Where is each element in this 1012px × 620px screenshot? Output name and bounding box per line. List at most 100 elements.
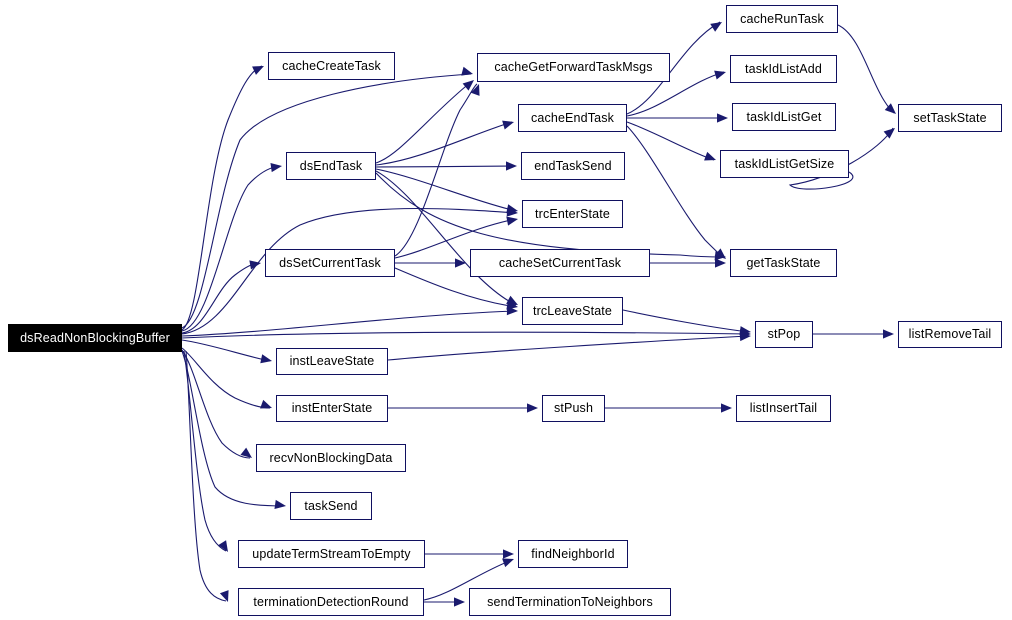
graph-node-trcLeaveState[interactable]: trcLeaveState [522, 297, 623, 325]
edge-dsEndTask-to-endTaskSend [375, 165, 516, 168]
graph-node-updateTermStreamToEmpty[interactable]: updateTermStreamToEmpty [238, 540, 425, 568]
edge-instLeaveState-to-stPop [387, 335, 750, 361]
graph-node-label: getTaskState [746, 255, 821, 270]
edge-dsReadNonBlockingBuffer-to-taskSend [181, 350, 285, 507]
arrow-head-icon [260, 399, 272, 409]
graph-node-label: dsEndTask [299, 158, 363, 173]
graph-node-stPop[interactable]: stPop [755, 321, 813, 348]
edge-trcLeaveState-to-stPop [622, 309, 750, 333]
edge-cacheEndTask-to-cacheRunTask [626, 21, 721, 115]
graph-node-taskIdListAdd[interactable]: taskIdListAdd [730, 55, 837, 83]
edge-dsEndTask-to-trcEnterState [375, 168, 517, 212]
graph-node-label: listInsertTail [749, 401, 818, 416]
arrow-head-icon [470, 84, 480, 96]
arrow-head-icon [502, 120, 514, 130]
graph-node-trcEnterState[interactable]: trcEnterState [522, 200, 623, 228]
edge-paths [181, 21, 895, 603]
graph-node-label: cacheSetCurrentTask [498, 255, 622, 270]
arrow-head-icon [714, 248, 726, 259]
edge-dsReadNonBlockingBuffer-to-updateTermStreamToEmpty [183, 350, 227, 552]
edge-dsEndTask-to-cacheEndTask [375, 121, 513, 166]
graph-node-dsSetCurrentTask[interactable]: dsSetCurrentTask [265, 249, 395, 277]
arrow-head-icon [219, 590, 229, 602]
graph-node-stPush[interactable]: stPush [542, 395, 605, 422]
graph-node-label: findNeighborId [531, 546, 615, 561]
arrow-heads [218, 22, 896, 607]
graph-node-label: stPush [553, 401, 594, 416]
arrow-head-icon [252, 66, 264, 75]
arrow-head-icon [883, 329, 894, 339]
graph-node-listRemoveTail[interactable]: listRemoveTail [898, 321, 1002, 348]
graph-node-cacheGetForwardTaskMsgs[interactable]: cacheGetForwardTaskMsgs [477, 53, 670, 82]
graph-node-label: dsSetCurrentTask [279, 255, 381, 270]
edge-dsReadNonBlockingBuffer-to-cacheGetForwardTaskMsgs [181, 73, 472, 329]
graph-node-label: taskSend [304, 498, 358, 513]
graph-node-terminationDetectionRound[interactable]: terminationDetectionRound [238, 588, 424, 616]
arrow-head-icon [721, 403, 732, 413]
edge-dsReadNonBlockingBuffer-to-instLeaveState [181, 339, 271, 362]
graph-node-label: taskIdListGet [746, 109, 822, 124]
graph-node-label: endTaskSend [534, 158, 612, 173]
graph-node-label: cacheCreateTask [282, 58, 381, 73]
arrow-head-icon [739, 331, 751, 342]
graph-node-sendTerminationToNeighbors[interactable]: sendTerminationToNeighbors [469, 588, 671, 616]
graph-node-taskIdListGetSize[interactable]: taskIdListGetSize [720, 150, 849, 178]
graph-node-label: setTaskState [913, 110, 987, 125]
arrow-head-icon [218, 540, 228, 552]
edge-terminationDetectionRound-to-findNeighborId [423, 559, 513, 601]
edge-cacheEndTask-to-taskIdListGetSize [626, 121, 715, 161]
arrow-head-icon [883, 128, 895, 139]
edge-dsSetCurrentTask-to-trcEnterState [394, 218, 517, 259]
graph-node-dsEndTask[interactable]: dsEndTask [286, 152, 376, 180]
arrow-head-icon [260, 354, 272, 364]
arrow-head-icon [270, 162, 282, 173]
graph-node-setTaskState[interactable]: setTaskState [898, 104, 1002, 132]
graph-node-root-dsReadNonBlockingBuffer[interactable]: dsReadNonBlockingBuffer [8, 324, 182, 352]
graph-node-endTaskSend[interactable]: endTaskSend [521, 152, 625, 180]
graph-node-label: cacheGetForwardTaskMsgs [494, 60, 653, 75]
graph-node-cacheCreateTask[interactable]: cacheCreateTask [268, 52, 395, 80]
graph-node-label: taskIdListAdd [745, 61, 822, 76]
graph-node-label: trcLeaveState [532, 303, 613, 318]
edge-dsReadNonBlockingBuffer-to-trcEnterState [181, 207, 517, 335]
arrow-head-icon [455, 258, 466, 268]
edge-cacheEndTask-to-taskIdListAdd [626, 71, 725, 117]
edge-dsEndTask-to-getTaskState [375, 172, 725, 258]
graph-node-label: dsReadNonBlockingBuffer [20, 330, 170, 345]
graph-node-label: instLeaveState [289, 354, 375, 369]
arrow-head-icon [704, 151, 716, 161]
arrow-head-icon [454, 597, 465, 607]
graph-node-label: terminationDetectionRound [253, 594, 409, 609]
edge-dsSetCurrentTask-to-trcLeaveState [394, 267, 517, 308]
graph-node-label: trcEnterState [535, 206, 610, 221]
edge-dsReadNonBlockingBuffer-to-stPop [181, 331, 750, 339]
graph-node-cacheRunTask[interactable]: cacheRunTask [726, 5, 838, 33]
graph-node-getTaskState[interactable]: getTaskState [730, 249, 837, 277]
graph-node-listInsertTail[interactable]: listInsertTail [736, 395, 831, 422]
graph-node-findNeighborId[interactable]: findNeighborId [518, 540, 628, 568]
graph-node-label: taskIdListGetSize [734, 156, 835, 171]
graph-node-recvNonBlockingData[interactable]: recvNonBlockingData [256, 444, 406, 472]
edge-cacheEndTask-to-getTaskState [626, 125, 725, 258]
graph-node-taskSend[interactable]: taskSend [290, 492, 372, 520]
arrow-head-icon [710, 22, 722, 32]
arrow-head-icon [240, 447, 252, 458]
graph-node-cacheSetCurrentTask[interactable]: cacheSetCurrentTask [470, 249, 650, 277]
arrow-head-icon [462, 80, 474, 91]
arrow-head-icon [502, 558, 514, 568]
graph-node-instLeaveState[interactable]: instLeaveState [276, 348, 388, 375]
arrow-head-icon [506, 216, 518, 226]
graph-node-taskIdListGet[interactable]: taskIdListGet [732, 103, 836, 131]
graph-node-label: listRemoveTail [908, 327, 992, 342]
edge-dsReadNonBlockingBuffer-to-cacheCreateTask [181, 65, 263, 331]
edge-dsReadNonBlockingBuffer-to-terminationDetectionRound [185, 350, 227, 602]
arrow-head-icon [274, 499, 286, 510]
edge-cacheRunTask-to-setTaskState [837, 24, 895, 114]
arrow-head-icon [527, 403, 538, 413]
graph-node-label: stPop [767, 327, 801, 342]
graph-node-cacheEndTask[interactable]: cacheEndTask [518, 104, 627, 132]
graph-node-instEnterState[interactable]: instEnterState [276, 395, 388, 422]
edge-taskIdListGetSize-to-setTaskState [788, 127, 894, 190]
